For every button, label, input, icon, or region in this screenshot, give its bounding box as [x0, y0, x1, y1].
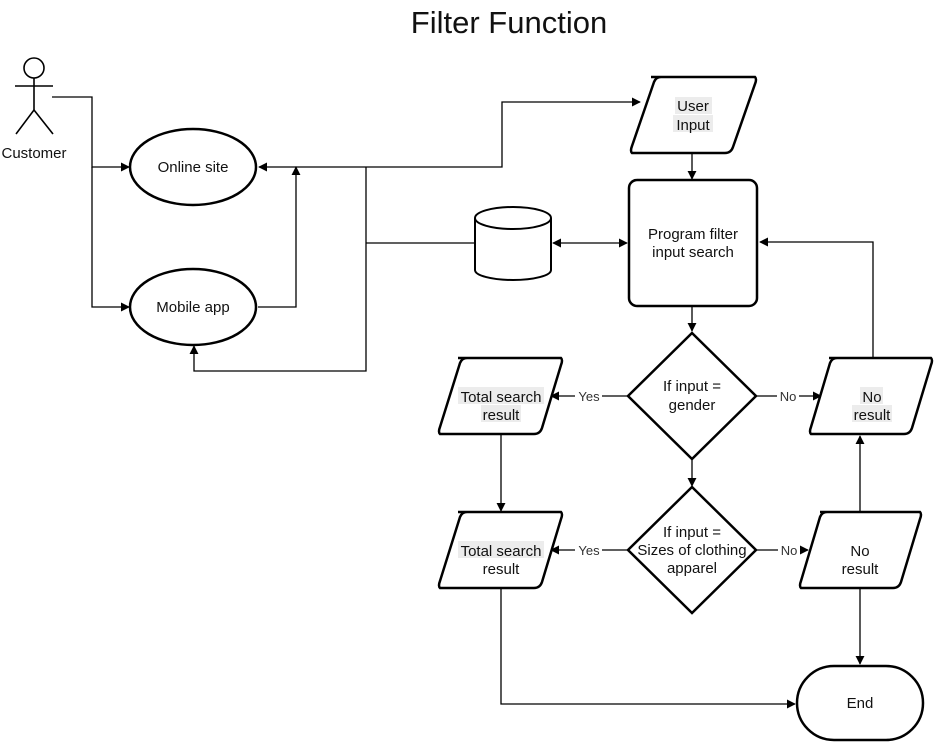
decision-sizes-node: If input = Sizes of clothing apparel [626, 485, 758, 615]
total-result-1-line1: Total search [461, 389, 542, 406]
total-search-result-2-node: Total search result [437, 510, 564, 590]
mobile-app-node: Mobile app [128, 267, 258, 347]
decision-gender-line2: gender [669, 397, 716, 414]
total-search-result-1-node: Total search result [437, 356, 564, 436]
online-site-label: Online site [158, 159, 229, 176]
end-node: End [795, 664, 925, 742]
no-result-1-line2: result [854, 407, 892, 424]
edge-mobile-up [258, 166, 301, 308]
decision-sizes-line2: Sizes of clothing [637, 542, 746, 559]
edge-customer-online [52, 96, 130, 172]
end-label: End [847, 695, 874, 712]
online-site-node: Online site [128, 127, 258, 207]
total-result-1-line2: result [483, 407, 521, 424]
edge-label-yes-1: Yes [578, 389, 600, 404]
program-filter-line1: Program filter [648, 226, 738, 243]
total-result-2-line2: result [483, 561, 521, 578]
no-result-2-line2: result [842, 561, 880, 578]
edge-total2-end [500, 589, 796, 709]
decision-gender-node: If input = gender [626, 331, 758, 461]
customer-actor: Customer [1, 57, 67, 162]
edge-trunk-user-input [366, 97, 641, 168]
no-result-2-line1: No [850, 543, 869, 560]
database-icon [474, 206, 552, 281]
program-filter-line2: input search [652, 244, 734, 261]
edge-labels: Yes No Yes No [575, 388, 800, 558]
edge-label-no-2: No [781, 543, 798, 558]
edge-customer-mobile [91, 167, 130, 312]
decision-sizes-line1: If input = [663, 524, 721, 541]
total-result-2-line1: Total search [461, 543, 542, 560]
program-filter-node: Program filter input search [627, 178, 759, 308]
diagram-title: Filter Function [411, 5, 607, 40]
user-input-line2: Input [676, 117, 710, 134]
edge-noresult1-program [759, 237, 874, 357]
decision-sizes-line3: apparel [667, 560, 717, 577]
no-result-2-node: No result [798, 510, 923, 590]
no-result-1-line1: No [862, 389, 881, 406]
user-input-line1: User [677, 98, 709, 115]
no-result-1-node: No result [808, 356, 934, 436]
customer-label: Customer [1, 145, 66, 162]
edge-trunk-mobile [189, 167, 367, 372]
edge-label-no-1: No [780, 389, 797, 404]
mobile-app-label: Mobile app [156, 299, 229, 316]
stick-figure-icon [15, 57, 54, 135]
user-input-node: User Input [629, 75, 758, 155]
decision-gender-line1: If input = [663, 378, 721, 395]
edge-label-yes-2: Yes [578, 543, 600, 558]
